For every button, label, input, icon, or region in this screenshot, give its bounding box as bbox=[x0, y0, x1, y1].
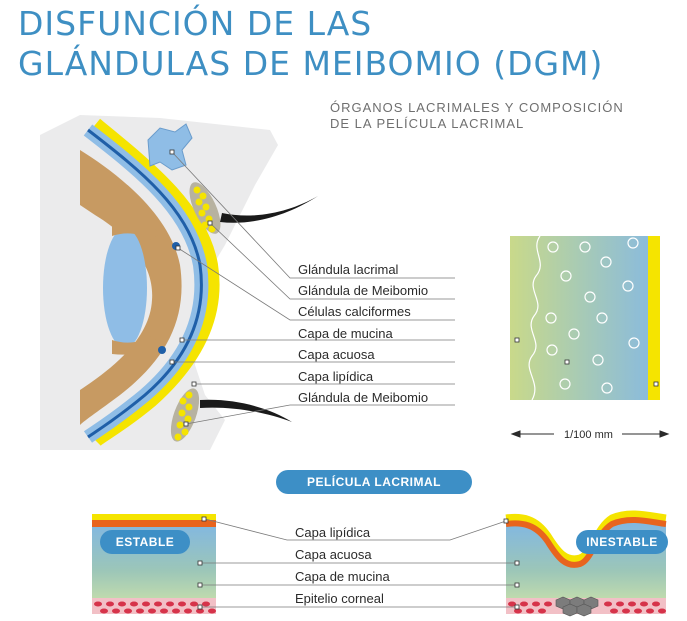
scale-bar bbox=[510, 430, 670, 438]
meibomian-gland-lower bbox=[170, 388, 200, 442]
label-aqueous-layer: Capa acuosa bbox=[298, 347, 375, 362]
unstable-badge bbox=[576, 530, 668, 554]
meibomian-gland-lower-acini bbox=[174, 391, 193, 441]
title-line-1: DISFUNCIÓN DE LAS bbox=[18, 4, 373, 43]
film-leader-lines bbox=[200, 518, 517, 608]
meibomian-gland-upper-acini bbox=[193, 186, 216, 233]
iris-upper bbox=[112, 221, 160, 240]
title-line-2: GLÁNDULAS DE MEIBOMIO (DGM) bbox=[18, 44, 604, 83]
film-leader-markers bbox=[197, 516, 520, 610]
damaged-epithelium bbox=[555, 596, 599, 617]
subtitle-line-1: ÓRGANOS LACRIMALES Y COMPOSICIÓN bbox=[330, 100, 624, 115]
goblet-cell-dot bbox=[158, 346, 166, 354]
page-title: DISFUNCIÓN DE LAS GLÁNDULAS DE MEIBOMIO … bbox=[18, 4, 603, 84]
label-lacrimal-gland: Glándula lacrimal bbox=[298, 262, 399, 277]
tear-film-heading: PELÍCULA LACRIMAL bbox=[276, 470, 472, 494]
unstable-label: INESTABLE bbox=[586, 535, 658, 549]
film-label-epithelium: Epitelio corneal bbox=[295, 591, 384, 606]
iris-lower bbox=[112, 336, 160, 355]
upper-eyelash bbox=[220, 196, 318, 223]
lower-eyelash bbox=[200, 399, 292, 422]
stable-badge bbox=[100, 530, 190, 554]
label-goblet-cells: Células calciformes bbox=[298, 304, 411, 319]
label-meibomian-gland-upper: Glándula de Meibomio bbox=[298, 283, 428, 298]
tear-film-magnified bbox=[510, 236, 660, 400]
unstable-lipid-layer bbox=[505, 510, 667, 563]
film-label-lipid: Capa lipídica bbox=[295, 525, 371, 540]
sclera bbox=[80, 150, 182, 425]
label-mucin-layer: Capa de mucina bbox=[298, 326, 393, 341]
film-label-aqueous: Capa acuosa bbox=[295, 547, 372, 562]
stable-label: ESTABLE bbox=[116, 535, 175, 549]
stable-epithelium-cells bbox=[94, 601, 216, 614]
eye-leader-lines bbox=[171, 151, 455, 425]
film-label-mucin: Capa de mucina bbox=[295, 569, 390, 584]
unstable-epithelium-cells bbox=[508, 601, 666, 614]
cornea-line bbox=[87, 128, 203, 439]
stable-lipid-orange bbox=[92, 520, 216, 527]
lens bbox=[103, 228, 147, 348]
aqueous-bubbles bbox=[545, 237, 640, 394]
magnified-markers bbox=[514, 337, 659, 387]
scale-label: 1/100 mm bbox=[564, 429, 613, 441]
lacrimal-gland bbox=[147, 123, 193, 171]
tear-film-lipid-strip bbox=[648, 236, 660, 400]
subtitle-line-2: DE LA PELÍCULA LACRIMAL bbox=[330, 116, 525, 131]
subtitle: ÓRGANOS LACRIMALES Y COMPOSICIÓN DE LA P… bbox=[330, 100, 624, 132]
label-meibomian-gland-lower: Glándula de Meibomio bbox=[298, 390, 428, 405]
label-lipid-layer: Capa lipídica bbox=[298, 369, 374, 384]
unstable-lipid-orange bbox=[505, 516, 667, 568]
eye-leader-markers bbox=[169, 149, 213, 427]
mucin-wave bbox=[528, 235, 541, 401]
